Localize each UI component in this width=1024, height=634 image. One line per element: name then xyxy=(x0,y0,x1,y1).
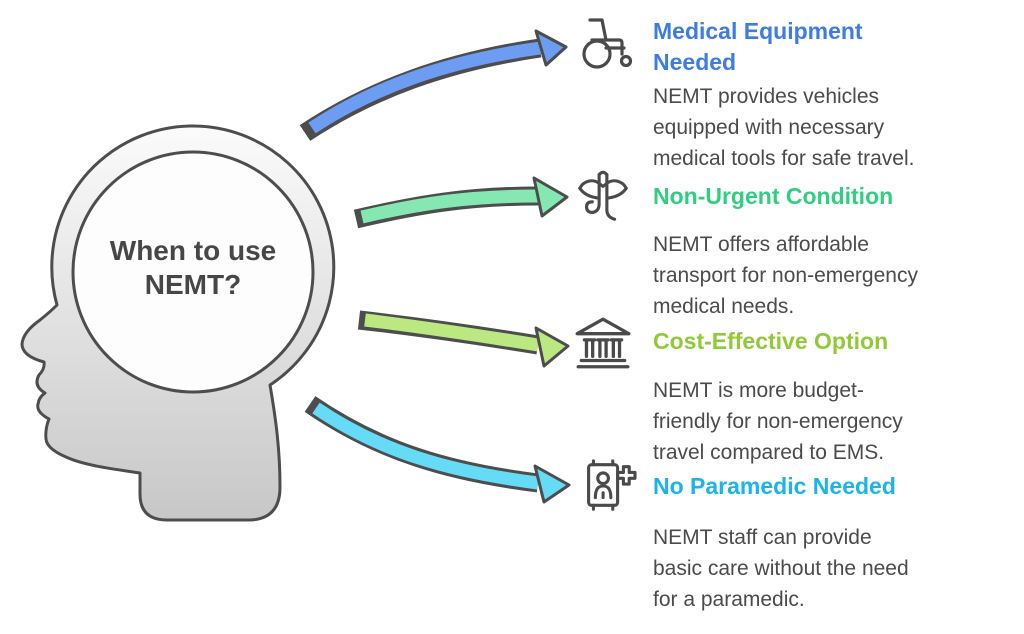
item-non-urgent: Non-Urgent Condition NEMT offers afforda… xyxy=(653,181,1005,322)
item-description: NEMT staff can provide basic care withou… xyxy=(653,526,909,611)
badge-plus-icon xyxy=(568,457,644,515)
head-question-line2: NEMT? xyxy=(144,269,242,300)
item-medical-equipment: Medical Equipment Needed NEMT provides v… xyxy=(653,16,1005,174)
item-description: NEMT offers affordable transport for non… xyxy=(653,233,918,318)
item-description: NEMT provides vehicles equipped with nec… xyxy=(653,85,915,170)
item-title: Cost-Effective Option xyxy=(653,328,889,354)
item-title: Non-Urgent Condition xyxy=(653,183,894,209)
arrow-cost-effective xyxy=(357,310,570,368)
item-title: No Paramedic Needed xyxy=(653,473,896,499)
hush-icon xyxy=(574,167,632,225)
item-no-paramedic: No Paramedic Needed NEMT staff can provi… xyxy=(653,471,1005,615)
wheelchair-icon xyxy=(576,13,636,73)
item-title: Medical Equipment Needed xyxy=(653,18,863,75)
arrow-no-paramedic xyxy=(304,396,571,504)
head-question-label: When to use NEMT? xyxy=(63,234,323,302)
arrow-medical-equipment xyxy=(299,29,568,141)
head-question-line1: When to use xyxy=(109,235,277,266)
item-cost-effective: Cost-Effective Option NEMT is more budge… xyxy=(653,326,1005,468)
head-inner-circle xyxy=(71,150,315,394)
arrow-non-urgent xyxy=(353,176,569,229)
bank-icon xyxy=(572,313,634,375)
item-description: NEMT is more budget- friendly for non-em… xyxy=(653,379,903,464)
